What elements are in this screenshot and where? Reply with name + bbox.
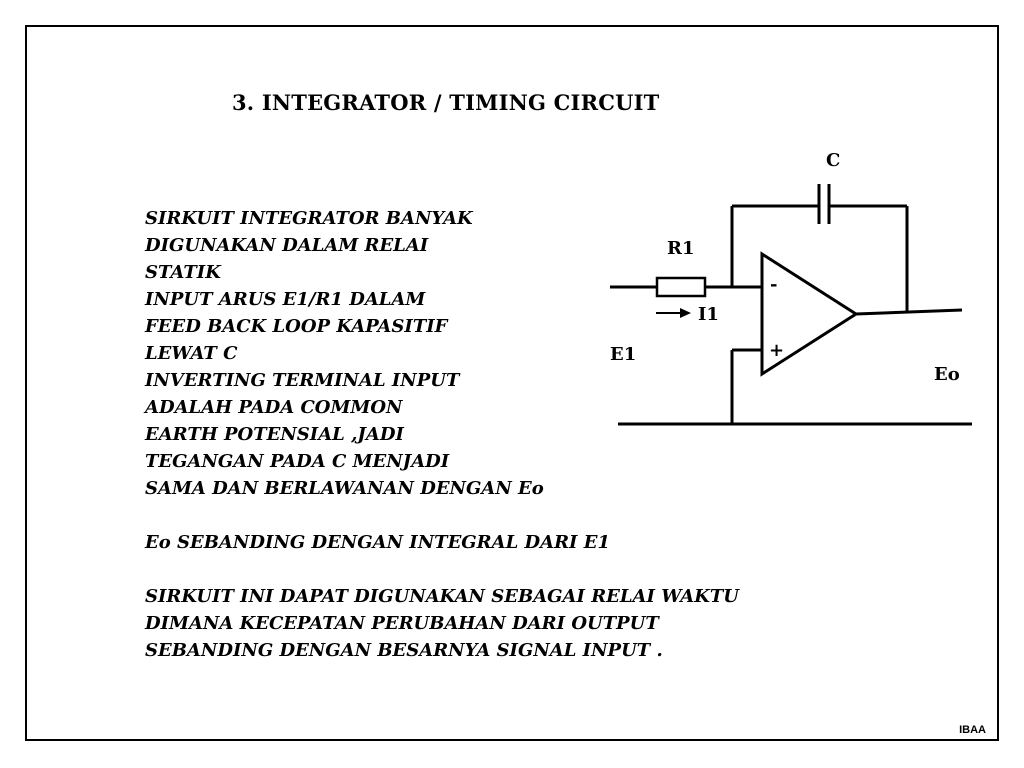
resistor-r1	[655, 276, 707, 298]
text-line: Eo SEBANDING DENGAN INTEGRAL DARI E1	[145, 532, 610, 553]
text-line: INVERTING TERMINAL INPUT	[145, 370, 460, 391]
current-arrow-head	[680, 308, 691, 318]
text-line: TEGANGAN PADA C MENJADI	[145, 451, 450, 472]
current-label: I1	[698, 304, 719, 325]
plus-sign: +	[769, 340, 784, 361]
footer-label: IBAA	[959, 724, 986, 736]
text-line: STATIK	[145, 262, 221, 283]
text-line: SAMA DAN BERLAWANAN DENGAN Eo	[145, 478, 544, 499]
output-wire	[855, 308, 963, 316]
text-line: DIMANA KECEPATAN PERUBAHAN DARI OUTPUT	[145, 613, 659, 634]
text-line: FEED BACK LOOP KAPASITIF	[145, 316, 448, 337]
input-label: E1	[610, 344, 636, 365]
op-amp-triangle	[760, 251, 859, 377]
text-line: EARTH POTENSIAL ,JADI	[145, 424, 404, 445]
text-line: ADALAH PADA COMMON	[145, 397, 403, 418]
resistor-label: R1	[667, 238, 694, 259]
output-label: Eo	[934, 364, 960, 385]
slide-frame	[25, 25, 999, 741]
text-line: SEBANDING DENGAN BESARNYA SIGNAL INPUT .	[145, 640, 663, 661]
text-line: DIGUNAKAN DALAM RELAI	[145, 235, 429, 256]
minus-sign: -	[770, 274, 777, 295]
description-text: SIRKUIT INTEGRATOR BANYAK DIGUNAKAN DALA…	[145, 205, 739, 664]
capacitor-label: C	[826, 150, 840, 171]
slide-title: 3. INTEGRATOR / TIMING CIRCUIT	[232, 90, 660, 115]
text-line: SIRKUIT INI DAPAT DIGUNAKAN SEBAGAI RELA…	[145, 586, 739, 607]
text-line: LEWAT C	[145, 343, 238, 364]
text-line: SIRKUIT INTEGRATOR BANYAK	[145, 208, 473, 229]
text-line: INPUT ARUS E1/R1 DALAM	[145, 289, 426, 310]
